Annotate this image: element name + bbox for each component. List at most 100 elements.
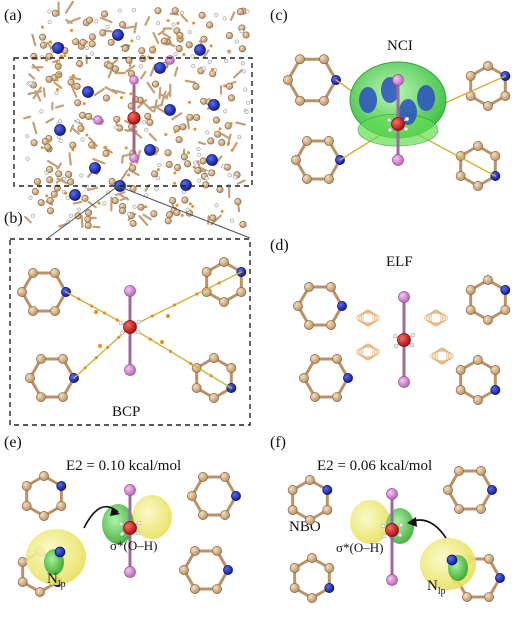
hydrogen-atom xyxy=(138,64,143,69)
carbon-atom xyxy=(289,583,300,593)
sigma-star-lobe xyxy=(102,504,134,544)
hydrogen-atom xyxy=(90,51,95,56)
nci-blue-region xyxy=(399,99,417,125)
bcp-point xyxy=(148,337,152,341)
carbon-atom xyxy=(112,65,120,73)
hydrogen-atom xyxy=(207,59,212,65)
iodine-atom xyxy=(386,574,398,586)
sigma-star-lobe xyxy=(350,500,390,544)
hydrogen-atom xyxy=(404,116,410,122)
hydrogen-atom xyxy=(102,201,107,206)
bcp-point xyxy=(85,133,89,137)
iodine-atom xyxy=(93,115,103,125)
elf-lobe xyxy=(359,311,377,325)
carbon-atom xyxy=(483,275,493,285)
carbon-atom xyxy=(35,587,45,597)
nci-blue-region xyxy=(359,87,377,113)
bcp-point xyxy=(115,318,119,322)
bond xyxy=(180,14,189,23)
zoom-line-right xyxy=(117,185,251,239)
panel-d-elf: (d) ELF xyxy=(270,237,511,405)
carbon-atom xyxy=(77,124,85,133)
hydrogen-atom xyxy=(75,119,80,124)
bond xyxy=(125,64,136,73)
bcp-point xyxy=(55,59,59,63)
panel-e-energy: E2 = 0.10 kcal/mol xyxy=(66,458,181,474)
hydrogen-atom xyxy=(187,30,192,35)
bond xyxy=(140,70,147,80)
carbon-atom xyxy=(154,7,162,15)
hydrogen-atom xyxy=(44,170,49,175)
carbon-atom xyxy=(50,190,58,198)
bond xyxy=(123,25,136,30)
bcp-point xyxy=(168,349,173,353)
carbon-atom xyxy=(107,38,115,46)
hydrogen-atom xyxy=(119,531,125,537)
carbon-atom xyxy=(138,47,146,55)
carbon-atom xyxy=(101,10,109,18)
hydrogen-atom xyxy=(245,9,250,14)
carbon-atom xyxy=(191,383,202,393)
hydrogen-atom xyxy=(54,91,59,96)
carbon-atom xyxy=(490,365,501,375)
hydrogen-atom xyxy=(197,152,202,157)
bcp-point xyxy=(192,165,196,169)
bond xyxy=(202,49,210,59)
hydrogen-atom xyxy=(25,134,30,139)
carbon-atom xyxy=(490,151,501,161)
carbon-atom xyxy=(85,112,93,121)
bond xyxy=(31,33,37,47)
bcp-point xyxy=(189,362,193,366)
carbon-atom xyxy=(242,31,250,39)
hydrogen-atom xyxy=(227,173,232,178)
carbon-atom xyxy=(291,155,301,165)
bond xyxy=(157,29,166,36)
bond xyxy=(134,131,143,139)
zoom-box xyxy=(9,238,251,426)
bcp-point xyxy=(106,60,110,64)
carbon-atom xyxy=(208,169,216,177)
carbon-atom xyxy=(76,60,84,68)
bcp-point xyxy=(230,148,234,152)
carbon-atom xyxy=(111,197,119,205)
hydrogen-atom xyxy=(85,45,90,51)
carbon-atom xyxy=(319,95,329,106)
bond xyxy=(138,214,149,226)
bcp-point xyxy=(176,35,180,39)
carbon-atom xyxy=(220,510,230,521)
elf-lobe xyxy=(424,312,448,324)
carbon-atom xyxy=(287,505,298,515)
carbon-atom xyxy=(483,315,493,325)
hydrogen-atom xyxy=(381,533,387,539)
carbon-atom xyxy=(164,149,172,157)
hydrogen-atom xyxy=(76,207,81,212)
bond xyxy=(162,32,172,39)
bond xyxy=(146,81,156,94)
bcp-point xyxy=(71,74,75,78)
carbon-atom xyxy=(121,44,129,53)
nitrogen-atom xyxy=(180,179,192,191)
hydrogen-atom xyxy=(237,135,242,140)
carbon-atom xyxy=(322,505,333,515)
bcp-point xyxy=(63,54,67,58)
elf-lobe xyxy=(429,310,443,326)
nitrogen-atom xyxy=(82,86,94,98)
carbon-atom xyxy=(36,392,46,403)
hydrogen-atom xyxy=(135,329,141,335)
molecular-cluster xyxy=(23,0,251,230)
carbon-atom xyxy=(476,465,486,476)
bcp-point xyxy=(160,340,164,344)
bcp-point xyxy=(164,132,168,136)
carbon-atom xyxy=(73,82,81,90)
carbon-atom xyxy=(79,38,87,46)
bond xyxy=(45,117,55,124)
hydrogen-atom xyxy=(58,119,63,124)
carbon-atom xyxy=(151,170,159,178)
oxygen-atom xyxy=(123,320,137,334)
iodine-atom xyxy=(392,74,404,86)
panel-f-orbital: σ*(O–H) xyxy=(336,540,383,555)
carbon-atom xyxy=(102,149,110,158)
bcp-point xyxy=(46,140,50,144)
nbo-side-label: NBO xyxy=(289,519,321,535)
hydrogen-atom xyxy=(197,178,202,183)
